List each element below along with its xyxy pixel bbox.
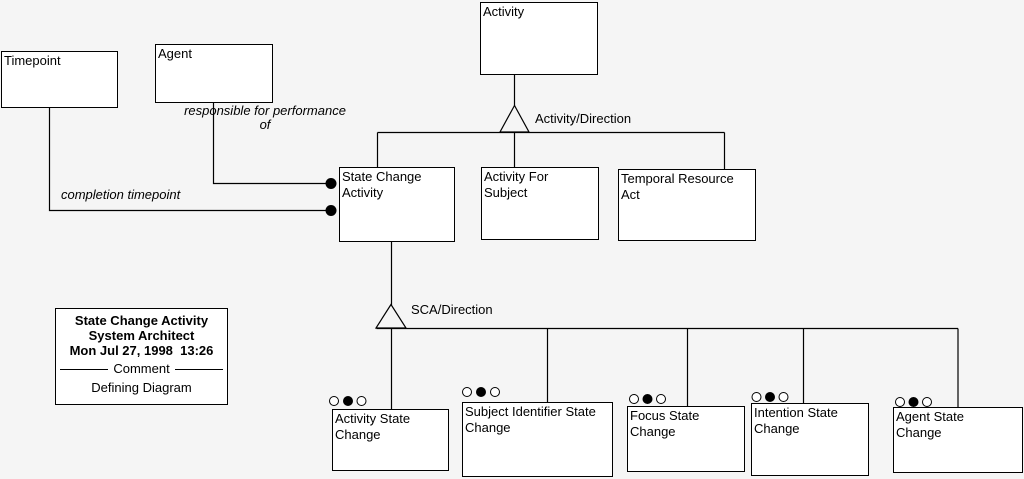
state-dots-icon bbox=[751, 392, 789, 402]
entity-label: Intention State Change bbox=[754, 405, 838, 436]
comment-title-line: System Architect bbox=[88, 328, 195, 343]
connector-sca-hierarchy[interactable] bbox=[374, 242, 959, 409]
comment-timestamp: Mon Jul 27, 1998 13:26 bbox=[69, 343, 214, 358]
relationship-label-activity-direction[interactable]: Activity/Direction bbox=[535, 111, 632, 126]
comment-title-block: State Change Activity System Architect M… bbox=[56, 309, 227, 358]
filled-dot-icon bbox=[325, 178, 337, 189]
entity-timepoint[interactable]: Timepoint bbox=[1, 51, 118, 108]
entity-subject-identifier-state-change[interactable]: Subject Identifier State Change bbox=[462, 402, 613, 477]
entity-label: Temporal Resource Act bbox=[621, 171, 734, 202]
connector-responsible-for[interactable] bbox=[212, 103, 337, 189]
entity-label: Subject Identifier State Change bbox=[465, 404, 596, 435]
connector-completion-timepoint[interactable] bbox=[48, 108, 337, 216]
entity-focus-state-change[interactable]: Focus State Change bbox=[627, 406, 745, 472]
comment-separator-label: Comment bbox=[113, 361, 170, 376]
entity-label: Agent bbox=[158, 46, 192, 61]
filled-dot-icon bbox=[325, 205, 337, 216]
state-dots-icon bbox=[329, 396, 367, 406]
comment-body: Defining Diagram bbox=[91, 380, 192, 395]
entity-activity-state-change[interactable]: Activity State Change bbox=[332, 409, 449, 471]
entity-label: State Change Activity bbox=[342, 169, 422, 200]
entity-label: Focus State Change bbox=[630, 408, 700, 439]
state-dots-icon bbox=[629, 394, 666, 404]
separator-line bbox=[174, 368, 224, 370]
separator-line bbox=[60, 368, 109, 370]
entity-temporal-resource-act[interactable]: Temporal Resource Act bbox=[618, 169, 756, 241]
relationship-label-sca-direction[interactable]: SCA/Direction bbox=[411, 302, 493, 317]
entity-agent-state-change[interactable]: Agent State Change bbox=[893, 407, 1023, 473]
entity-activity-for-subject[interactable]: Activity For Subject bbox=[481, 167, 599, 240]
entity-agent[interactable]: Agent bbox=[155, 44, 273, 103]
relationship-label-completion-timepoint[interactable]: completion timepoint bbox=[61, 187, 181, 202]
state-dots-icon bbox=[462, 387, 500, 397]
entity-label: Activity bbox=[483, 4, 525, 19]
entity-label: Agent State Change bbox=[896, 409, 964, 440]
entity-intention-state-change[interactable]: Intention State Change bbox=[751, 403, 869, 476]
state-dots-icon bbox=[895, 397, 932, 407]
comment-title-line: State Change Activity bbox=[74, 313, 209, 328]
entity-label: Activity For Subject bbox=[484, 169, 549, 200]
hierarchy-triangle-icon bbox=[498, 104, 531, 133]
comment-separator: Comment bbox=[60, 361, 224, 376]
entity-state-change-activity[interactable]: State Change Activity bbox=[339, 167, 455, 242]
connector-activity-hierarchy[interactable] bbox=[376, 75, 726, 169]
entity-label: Activity State Change bbox=[335, 411, 411, 442]
relationship-label-responsible-for[interactable]: responsible for performance of bbox=[184, 103, 346, 132]
entity-activity[interactable]: Activity bbox=[480, 2, 598, 75]
entity-label: Timepoint bbox=[4, 53, 61, 68]
diagram-comment-box[interactable]: State Change Activity System Architect M… bbox=[55, 308, 228, 405]
hierarchy-triangle-icon bbox=[374, 303, 408, 329]
